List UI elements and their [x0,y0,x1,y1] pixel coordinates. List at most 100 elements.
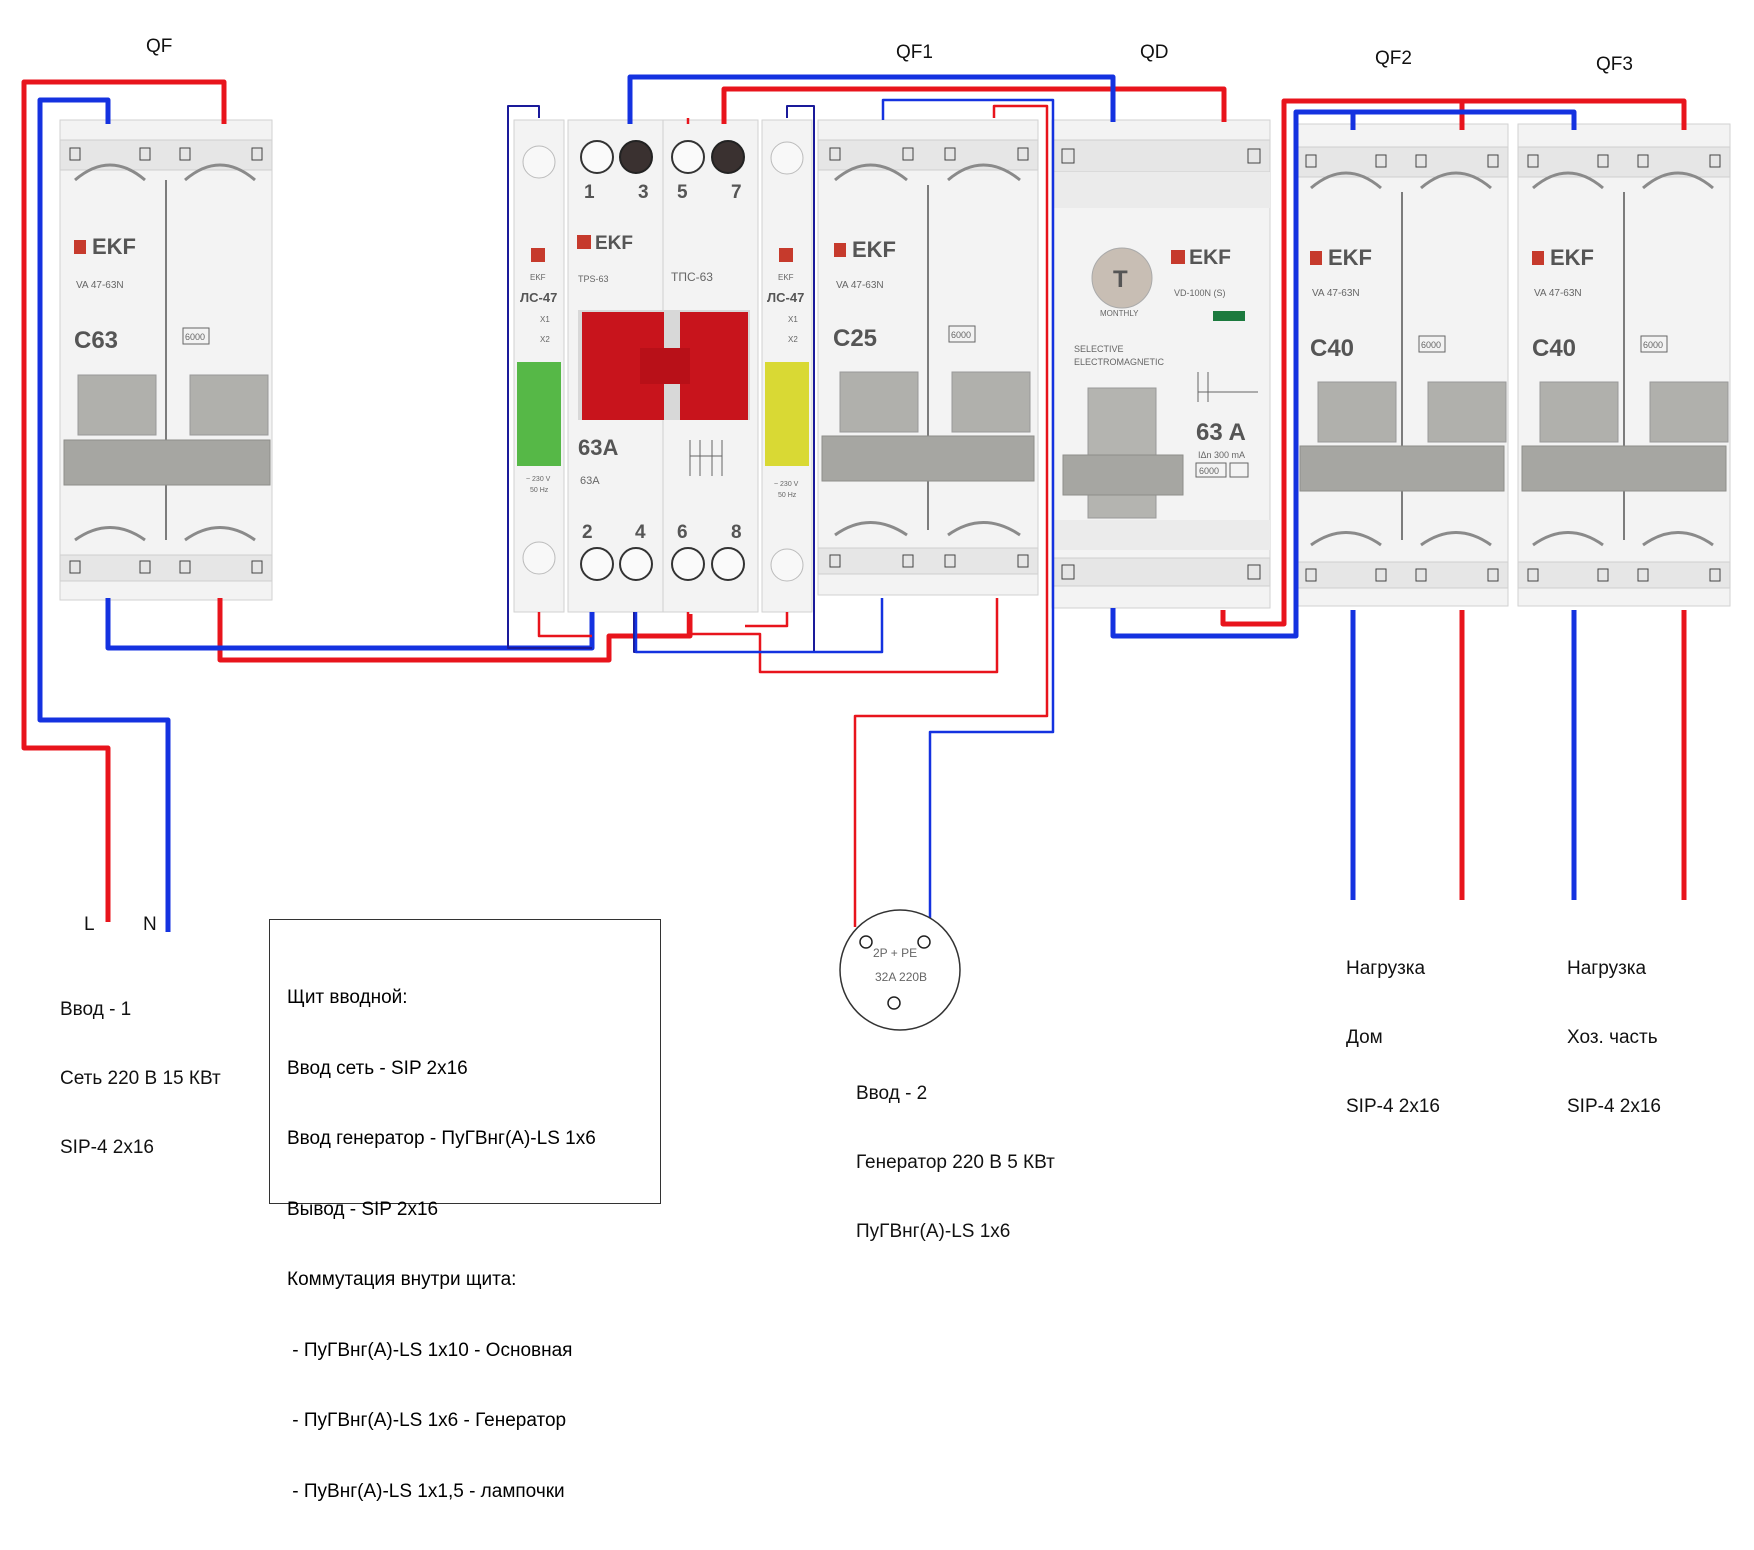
lamp-right-voltage: ~ 230 V [774,481,799,488]
rcd-brand: EKF [1189,246,1231,269]
breaker-qf1: EKF VA 47-63N C25 6000 [817,119,1039,596]
wire-qd-to-loads-phase [1220,98,1687,627]
input2-caption: Ввод - 2 Генератор 220 В 5 КВт ПуГВнг(А)… [856,1036,1055,1266]
breaker-qf2: EKF VA 47-63N C40 6000 [1295,123,1509,607]
rcd-test-button: T [1113,266,1128,293]
breaker-qf-model: VA 47-63N [76,280,124,291]
load-yard-caption: Нагрузка Хоз. часть SIP-4 2x16 [1567,911,1661,1141]
socket-line1: 2P + PE [873,946,917,960]
load-yard-line2: Хоз. часть [1567,1027,1658,1048]
terminal-8: 8 [731,522,742,543]
label-qf: QF [146,36,173,57]
lamp-left-model: ЛС-47 [520,290,557,305]
lamp-left: EKF ЛС-47 X1 X2 ~ 230 V 50 Hz [513,119,565,613]
breaker-qf-brand: EKF [92,234,136,259]
lamp-right-model: ЛС-47 [767,290,804,305]
info-line: Вывод - SIP 2х16 [287,1198,439,1220]
wire-qd-to-loads-neutral [1110,109,1577,639]
rcd-test-caption: MONTHLY [1100,309,1139,318]
wires-neutral [37,74,1577,932]
wire-lamp-left-phase [537,612,592,638]
lamp-left-x1: X1 [540,315,550,324]
wire-lamp-left-neutral [507,105,592,649]
wiring-diagram: EKF VA 47-63N C63 6000 EKF ЛС-47 X1 X2 ~… [21,74,1731,1031]
wire-gen-neutral [881,98,1055,927]
breaker-qf-rating: C63 [74,327,118,354]
wires-phase [21,79,1687,922]
load-house-line2: Дом [1346,1027,1383,1048]
label-qd: QD [1140,42,1169,63]
info-box-lines: Щит вводной: Ввод сеть - SIP 2х16 Ввод г… [287,939,596,1550]
info-box: Щит вводной: Ввод сеть - SIP 2х16 Ввод г… [269,919,661,1502]
rcd-rating: 63 A [1196,419,1246,446]
info-line: Ввод генератор - ПуГВнг(А)-LS 1х6 [287,1128,596,1149]
wires-thin-neutral [507,105,815,653]
rcd-electromagnetic: ELECTROMAGNETIC [1074,357,1165,367]
input1-line3: SIP-4 2x16 [60,1137,154,1158]
label-qf3: QF3 [1596,54,1633,75]
load-house-caption: Нагрузка Дом SIP-4 2x16 [1346,911,1440,1141]
breaker-qf3: EKF VA 47-63N C40 6000 [1517,123,1731,607]
wire-switch-to-qd-neutral [627,74,1116,124]
input1-line2: Сеть 220 В 15 КВт [60,1068,221,1089]
wire-input-neutral [37,97,171,932]
transfer-switch: 1 3 5 7 EKF TPS-63 ТПС-63 63A 63A 2 4 6 … [567,119,759,613]
wire-lamp-right-neutral [633,105,815,653]
breaker-qf: EKF VA 47-63N C63 6000 [59,119,273,601]
switch-rating-big: 63A [578,435,618,460]
switch-rating-small: 63A [580,475,600,487]
terminal-n: N [143,914,157,935]
rcd-idn: IΔn 300 mA [1198,450,1245,460]
lamp-left-freq: 50 Hz [530,487,549,494]
breaker-qf3-rating: C40 [1532,335,1576,362]
breaker-qf1-brand: EKF [852,237,896,262]
rcd-breaking: 6000 [1199,466,1219,476]
terminal-7: 7 [731,182,742,203]
input2-line2: Генератор 220 В 5 КВт [856,1152,1055,1173]
wire-qf-neutral-out [105,598,595,651]
terminal-6: 6 [677,522,688,543]
info-line: - ПуВнг(А)-LS 1х1,5 - лампочки [287,1480,565,1502]
lamp-right-x1: X1 [788,315,798,324]
info-line: Ввод сеть - SIP 2х16 [287,1057,468,1079]
input2-line3: ПуГВнг(А)-LS 1х6 [856,1221,1011,1242]
breaker-qf2-breaking: 6000 [1421,340,1441,350]
label-qf1: QF1 [896,42,933,63]
lamp-right-freq: 50 Hz [778,492,797,499]
switch-handle-right [680,312,748,420]
info-line: Щит вводной: [287,987,408,1008]
terminal-5: 5 [677,182,688,203]
wire-gen-feed-qf1 [721,86,1227,124]
lamp-left-brand: EKF [530,273,546,282]
lamp-left-lens [517,362,561,466]
breaker-qf1-rating: C25 [833,325,877,352]
wire-switch-out-neutral [634,598,884,654]
terminal-2: 2 [582,522,593,543]
switch-brand: EKF [595,233,633,254]
rcd-selective: SELECTIVE [1074,344,1124,354]
info-line: - ПуГВнг(А)-LS 1х10 - Основная [287,1339,573,1361]
wire-lamp-right-phase [745,612,789,628]
generator-socket: 2P + PE 32A 220B [839,909,961,1031]
load-house-title: Нагрузка [1346,958,1426,979]
lamp-left-voltage: ~ 230 V [526,476,551,483]
breaker-qf-breaking: 6000 [185,332,205,342]
lamp-right-brand: EKF [778,273,794,282]
terminal-1: 1 [584,182,595,203]
wires-gen-neutral [634,98,1055,927]
breaker-qf3-brand: EKF [1550,245,1594,270]
socket-line2: 32A 220B [875,970,927,984]
rcd-qd: T MONTHLY EKF VD-100N (S) SELECTIVE ELEC… [1051,119,1271,609]
input1-caption: Ввод - 1 Сеть 220 В 15 КВт SIP-4 2x16 [60,952,221,1182]
breaker-qf2-rating: C40 [1310,335,1354,362]
load-yard-title: Нагрузка [1567,958,1647,979]
lamp-left-x2: X2 [540,335,550,344]
lamp-right: EKF ЛС-47 X1 X2 ~ 230 V 50 Hz [761,119,813,613]
input1-title: Ввод - 1 [60,999,132,1020]
info-line: - ПуГВнг(А)-LS 1х6 - Генератор [287,1410,567,1431]
breaker-qf3-breaking: 6000 [1643,340,1663,350]
rcd-model: VD-100N (S) [1174,288,1226,298]
switch-model-ru: ТПС-63 [671,270,713,284]
wire-gen-phase [853,104,1049,927]
terminal-l: L [84,914,95,935]
